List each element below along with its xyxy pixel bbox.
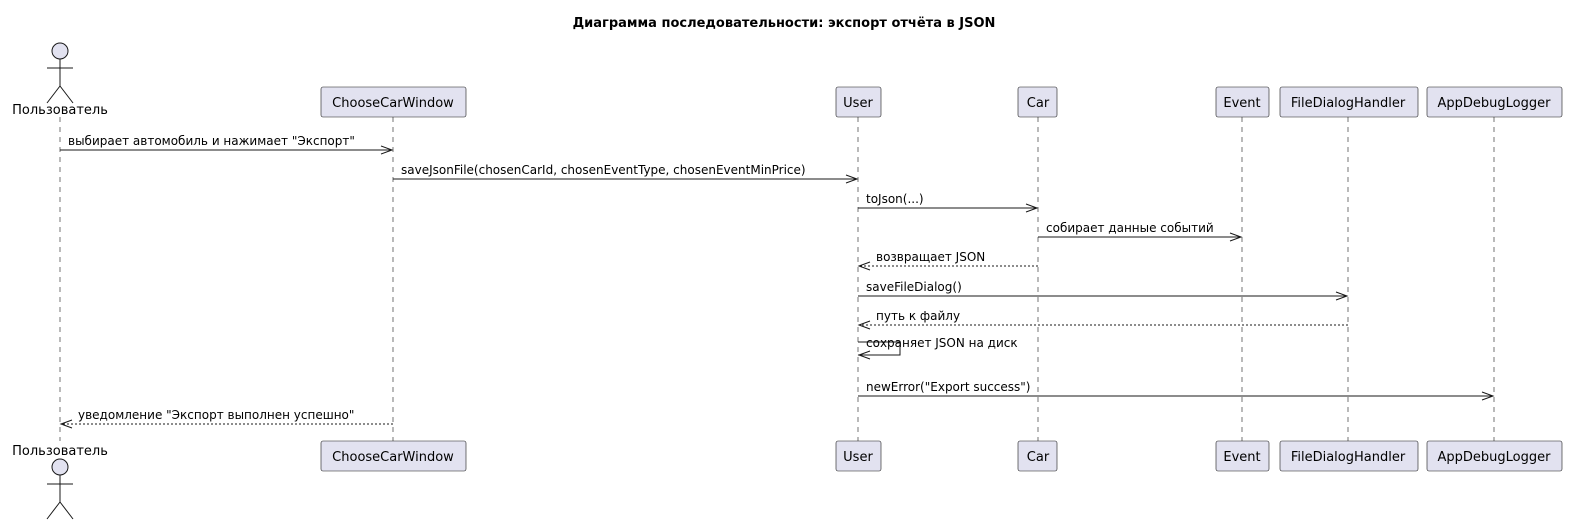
message-6: saveFileDialog() bbox=[858, 280, 1349, 301]
message-3: toJson(...) bbox=[858, 192, 1039, 213]
participant-box-bottom-logger bbox=[1426, 440, 1563, 472]
participant-box-top-event bbox=[1215, 86, 1270, 118]
participant-label-bottom-fdh: FileDialogHandler bbox=[1291, 450, 1406, 465]
participant-box-top-ccw bbox=[320, 86, 467, 118]
diagram-title: Диаграмма последовательности: экспорт от… bbox=[573, 16, 996, 31]
participant-label-top-event: Event bbox=[1223, 96, 1260, 111]
participant-box-bottom-fdh bbox=[1279, 440, 1419, 472]
participant-box-top-car bbox=[1017, 86, 1058, 118]
participant-box-top-user bbox=[835, 86, 882, 118]
participant-label-bottom-event: Event bbox=[1223, 450, 1260, 465]
participant-box-bottom-user bbox=[835, 440, 882, 472]
message-label: saveFileDialog() bbox=[866, 280, 962, 294]
messages: выбирает автомобиль и нажимает "Экспорт"… bbox=[59, 134, 1495, 429]
message-10: уведомление "Экспорт выполнен успешно" bbox=[59, 408, 393, 429]
participant-label-bottom-car: Car bbox=[1027, 450, 1050, 465]
message-label: newError("Export success") bbox=[866, 380, 1031, 394]
message-label: собирает данные событий bbox=[1046, 221, 1214, 235]
message-8: сохраняет JSON на диск bbox=[857, 336, 1018, 360]
message-4: собирает данные событий bbox=[1038, 221, 1243, 242]
participant-box-bottom-car bbox=[1017, 440, 1058, 472]
participant-label-bottom-logger: AppDebugLogger bbox=[1438, 450, 1552, 465]
message-5: возвращает JSON bbox=[857, 250, 1038, 271]
participant-box-bottom-event bbox=[1215, 440, 1270, 472]
message-label: сохраняет JSON на диск bbox=[866, 336, 1018, 350]
participant-label-top-fdh: FileDialogHandler bbox=[1291, 96, 1406, 111]
message-label: выбирает автомобиль и нажимает "Экспорт" bbox=[68, 134, 355, 148]
message-line bbox=[858, 341, 901, 356]
message-9: newError("Export success") bbox=[858, 380, 1495, 401]
message-label: путь к файлу bbox=[876, 309, 960, 323]
participant-label-top-car: Car bbox=[1027, 96, 1050, 111]
message-label: возвращает JSON bbox=[876, 250, 985, 264]
lifelines bbox=[59, 117, 1495, 441]
participant-box-top-fdh bbox=[1279, 86, 1419, 118]
actor-icon-bottom bbox=[46, 458, 74, 520]
participants-top: Пользователь ChooseCarWindow User Car Event F… bbox=[12, 42, 1563, 118]
participant-box-top-logger bbox=[1426, 86, 1563, 118]
message-2: saveJsonFile(chosenCarId, chosenEventTyp… bbox=[393, 163, 859, 184]
message-1: выбирает автомобиль и нажимает "Экспорт" bbox=[60, 134, 394, 155]
participant-box-bottom-ccw bbox=[320, 440, 467, 472]
message-label: toJson(...) bbox=[866, 192, 924, 206]
participants-bottom: Пользователь ChooseCarWindow User Car Event F… bbox=[12, 440, 1563, 520]
participant-label-top-user: User bbox=[843, 96, 873, 111]
participant-label-bottom-user_actor: Пользователь bbox=[12, 444, 108, 459]
participant-label-bottom-user: User bbox=[843, 450, 873, 465]
actor-icon-top bbox=[46, 42, 74, 104]
message-label: saveJsonFile(chosenCarId, chosenEventTyp… bbox=[401, 163, 806, 177]
participant-label-top-ccw: ChooseCarWindow bbox=[332, 96, 454, 111]
message-7: путь к файлу bbox=[857, 309, 1348, 330]
participant-label-top-user_actor: Пользователь bbox=[12, 103, 108, 118]
participant-label-bottom-ccw: ChooseCarWindow bbox=[332, 450, 454, 465]
participant-label-top-logger: AppDebugLogger bbox=[1438, 96, 1552, 111]
message-label: уведомление "Экспорт выполнен успешно" bbox=[78, 408, 354, 422]
